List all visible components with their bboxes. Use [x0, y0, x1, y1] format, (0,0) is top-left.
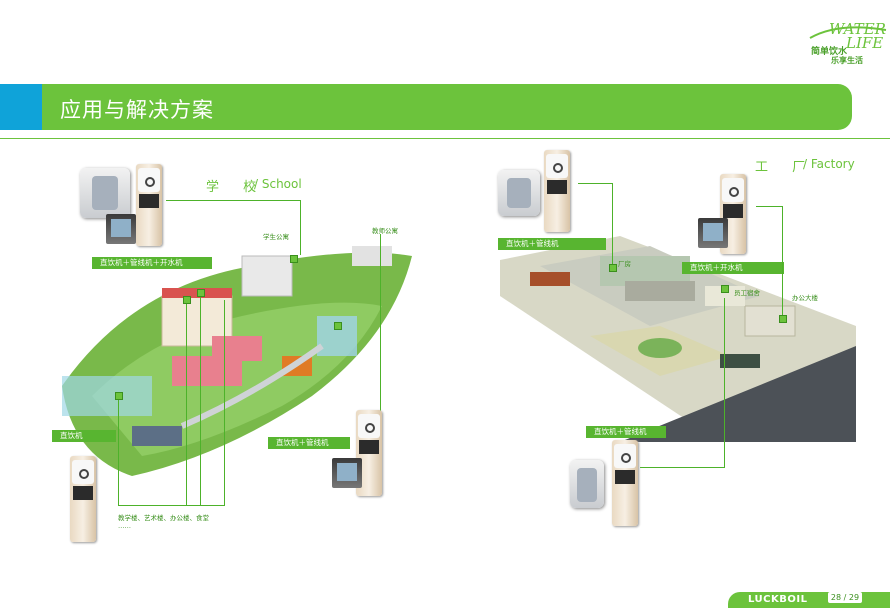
- factory-title-en: / Factory: [803, 157, 855, 171]
- header-rule: [0, 138, 890, 139]
- factory-label-bottom: 直饮机＋管线机: [586, 426, 666, 438]
- factory-illustration: [500, 236, 856, 442]
- leader-line: [300, 200, 301, 255]
- leader-line: [612, 183, 613, 267]
- location-marker: [779, 315, 787, 323]
- logo-word-water: WATER: [829, 20, 886, 38]
- logo-tagline-1: 简单饮水: [811, 47, 848, 57]
- purifier-unit-image: [80, 168, 130, 218]
- leader-line: [118, 505, 224, 506]
- school-label-right: 直饮机＋管线机: [268, 437, 350, 449]
- factory-label-top: 直饮机＋管线机: [498, 238, 606, 250]
- school-bottom-caption: 教学楼、艺术楼、办公楼、食堂: [118, 514, 209, 522]
- factory-title-cn: 工 厂: [755, 160, 816, 175]
- leader-line: [166, 200, 300, 201]
- school-campus-illustration: [62, 246, 412, 476]
- location-marker: [609, 264, 617, 272]
- leader-line: [224, 300, 225, 506]
- water-dispenser-image: [356, 410, 382, 496]
- logo-word-life: LIFE: [846, 34, 884, 52]
- leader-line: [578, 183, 612, 184]
- leader-line: [118, 398, 119, 506]
- location-marker: [115, 392, 123, 400]
- school-label-left: 直饮机: [52, 430, 116, 442]
- pipeline-unit-image: [332, 458, 362, 488]
- logo-swoosh-icon: [809, 26, 887, 39]
- school-title-cn: 学 校: [206, 180, 267, 195]
- factory-tag-plant: 厂房: [618, 260, 631, 268]
- location-marker: [183, 296, 191, 304]
- header-accent-block: [0, 84, 42, 130]
- pipeline-unit-image: [106, 214, 136, 244]
- logo-tagline-2: 乐享生活: [831, 56, 863, 65]
- footer-brand: LUCKBOIL: [748, 594, 808, 605]
- water-dispenser-image: [136, 164, 162, 246]
- leader-line: [380, 234, 381, 424]
- leader-line: [782, 206, 783, 318]
- water-dispenser-image: [544, 150, 570, 232]
- factory-label-mid: 直饮机＋开水机: [682, 262, 784, 274]
- leader-line: [640, 467, 725, 468]
- page-number: 28 / 29: [828, 592, 862, 603]
- location-marker: [197, 289, 205, 297]
- leader-line: [724, 298, 725, 468]
- factory-tag-office: 办公大楼: [792, 294, 818, 302]
- location-marker: [290, 255, 298, 263]
- pipeline-unit-image: [698, 218, 728, 248]
- location-marker: [334, 322, 342, 330]
- purifier-unit-image: [570, 460, 604, 508]
- purifier-unit-image: [498, 170, 540, 216]
- school-tag-teacher: 教师公寓: [372, 227, 398, 235]
- school-title-en: / School: [254, 177, 302, 191]
- leader-line: [186, 300, 187, 506]
- school-tag-dorm: 学生公寓: [263, 233, 289, 241]
- page-title: 应用与解决方案: [60, 98, 214, 122]
- leader-line: [200, 290, 201, 506]
- header-band: [42, 84, 852, 130]
- water-dispenser-image: [612, 440, 638, 526]
- factory-tag-staff: 员工宿舍: [734, 289, 760, 297]
- water-dispenser-image: [70, 456, 96, 542]
- location-marker: [721, 285, 729, 293]
- school-bottom-ellipsis: ……: [118, 522, 131, 530]
- leader-line: [756, 206, 782, 207]
- school-label-top: 直饮机＋管线机＋开水机: [92, 257, 212, 269]
